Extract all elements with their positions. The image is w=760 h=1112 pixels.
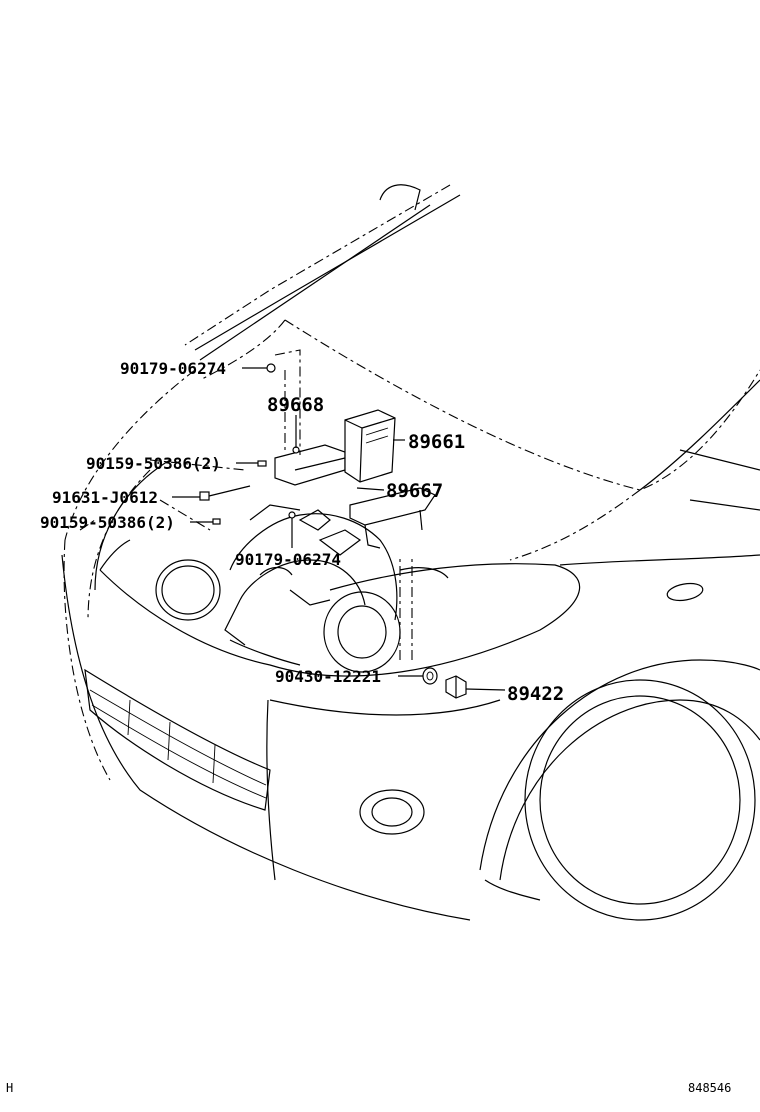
clamp-91631 (199, 485, 251, 501)
label-ecu: 89661 (408, 431, 465, 453)
wheel (479, 659, 760, 921)
figure-number: 848546 (688, 1081, 731, 1095)
fog-lamp (359, 789, 425, 835)
bolt-top (266, 363, 276, 373)
label-clamp: 91631-J0612 (52, 488, 158, 507)
label-ecu-bracket: 89668 (267, 394, 324, 416)
hood-outline (199, 319, 760, 561)
engine-assembly (224, 504, 449, 673)
windshield-outline (184, 184, 461, 361)
sensor-89422 (445, 675, 467, 699)
grille (84, 668, 271, 811)
fender-outline (559, 379, 760, 602)
ecu-bracket-89668 (274, 444, 346, 486)
label-sensor: 89422 (507, 683, 564, 705)
label-bracket: 89667 (386, 480, 443, 502)
body-outline (61, 369, 471, 921)
ecu-89661 (344, 409, 396, 483)
label-bolt-top: 90179-06274 (120, 359, 226, 378)
bolt-left-1 (257, 460, 267, 467)
label-bolt-left-1: 90159-50386(2) (86, 454, 221, 473)
label-bolt-center: 90179-06274 (235, 550, 341, 569)
bolt-center (288, 511, 296, 519)
headlight (99, 539, 581, 677)
gasket-90430 (422, 667, 438, 685)
label-bolt-left-2: 90159-50386(2) (40, 513, 175, 532)
label-gasket: 90430-12221 (275, 667, 381, 686)
corner-letter: H (6, 1081, 13, 1095)
bumper (266, 699, 541, 901)
bolt-left-2 (212, 518, 221, 525)
bracket-89667 (349, 487, 436, 549)
leader-lines (79, 349, 506, 691)
